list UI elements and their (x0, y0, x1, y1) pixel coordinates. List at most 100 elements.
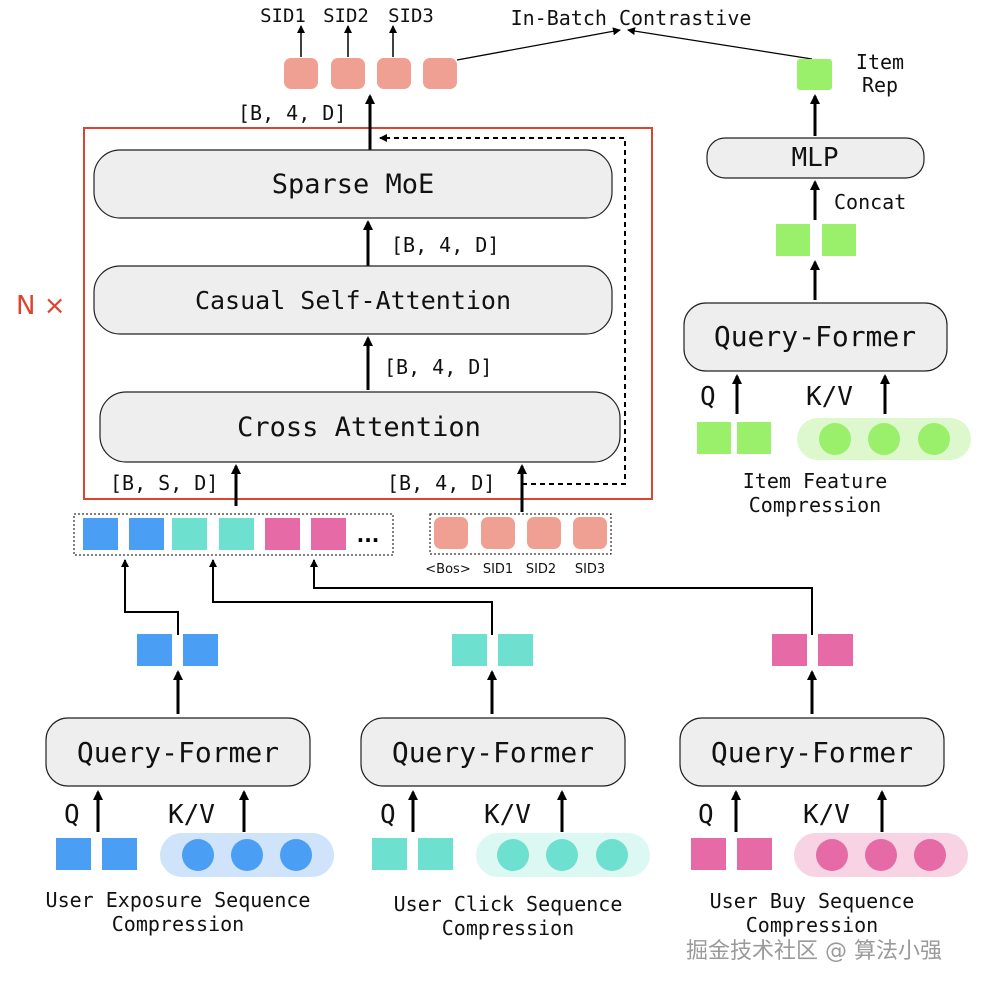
query-token-sid1 (481, 517, 515, 549)
buy-query-token-1 (691, 838, 726, 870)
item-feature-3 (918, 423, 950, 455)
click-q-label: Q (380, 800, 396, 830)
query-token-sid3 (573, 517, 607, 549)
cross-attention-block (99, 391, 621, 463)
query-token-box (429, 513, 612, 555)
buy-q-label: Q (698, 800, 714, 830)
query-token-label-sid2: SID2 (526, 562, 556, 577)
exposure-compressed-token-1 (137, 634, 172, 666)
click-query-former-block (360, 717, 626, 787)
memory-exposure-token-2 (129, 518, 164, 550)
click-sequence-item-1 (497, 839, 529, 871)
self-attention-label: Casual Self-Attention (195, 286, 511, 315)
memory-click-token-1 (172, 518, 207, 550)
click-kv-label: K/V (484, 800, 531, 830)
memory-click-token-2 (219, 518, 254, 550)
watermark-text: 掘金技术社区 @ 算法小强 (686, 939, 942, 964)
item-compressed-token-2 (822, 224, 856, 256)
concat-label: Concat (834, 190, 906, 214)
exposure-route (121, 559, 179, 635)
buy-query-token-2 (737, 838, 772, 870)
click-compressed-token-2 (498, 634, 533, 666)
click-sequence-item-2 (546, 839, 578, 871)
exposure-sequence-item-3 (280, 839, 312, 871)
item-q-label: Q (700, 382, 716, 412)
decoder-output-shape: [B, 4, D] (238, 101, 346, 125)
self-attention-block (93, 265, 613, 335)
click-query-token-2 (418, 838, 453, 870)
item-feature-2 (868, 423, 900, 455)
exposure-query-former-label: Query-Former (77, 736, 279, 769)
exposure-sequence-item-1 (182, 839, 214, 871)
sid-output-group (284, 58, 457, 89)
item-rep-label-line1: Item (856, 50, 904, 74)
cross-attention-label: Cross Attention (237, 412, 481, 443)
exposure-kv-label: K/V (168, 800, 215, 830)
query-token-label-sid3: SID3 (575, 562, 605, 577)
exposure-caption-line2: Compression (112, 912, 244, 936)
kv-in-shape: [B, S, D] (110, 471, 218, 495)
exposure-query-token-2 (102, 838, 137, 870)
sid-output-token-4 (423, 58, 457, 89)
decoder-stack-frame (83, 127, 653, 500)
click-query-token-1 (372, 838, 407, 870)
query-token-bos (434, 517, 468, 549)
exposure-sequence-item-2 (231, 839, 263, 871)
sparse-moe-label: Sparse MoE (272, 169, 435, 200)
click-caption-line1: User Click Sequence (394, 892, 623, 916)
contrastive-label: In-Batch Contrastive (511, 6, 752, 30)
query-token-label-bos: <Bos> (425, 562, 470, 577)
repeat-n-label: N × (16, 291, 66, 321)
exposure-compressed-token-2 (183, 634, 218, 666)
mlp-label: MLP (792, 143, 839, 173)
click-query-former-label: Query-Former (392, 736, 594, 769)
sid2-label: SID2 (323, 5, 369, 27)
item-rep-label-line2: Rep (862, 73, 898, 97)
click-route (209, 559, 493, 635)
item-query-token-1 (697, 422, 731, 454)
item-query-former-label: Query-Former (714, 320, 916, 353)
buy-route (310, 559, 813, 635)
sid3-label: SID3 (388, 5, 434, 27)
sid-output-token-2 (331, 58, 365, 89)
buy-sequence-item-1 (816, 839, 848, 871)
self-attn-in-shape: [B, 4, D] (384, 355, 492, 379)
item-compressed-token-1 (776, 224, 810, 256)
buy-query-former-block (679, 717, 945, 787)
buy-caption-line2: Compression (746, 913, 878, 937)
query-token-sid2 (527, 517, 561, 549)
memory-exposure-token-1 (83, 518, 118, 550)
click-compressed-token-1 (452, 634, 487, 666)
item-query-former-block (683, 302, 948, 372)
buy-compressed-token-2 (818, 634, 853, 666)
buy-query-former-label: Query-Former (711, 736, 913, 769)
memory-buy-token-2 (311, 518, 346, 550)
residual-dotted-path (379, 134, 626, 485)
item-rep-token (797, 59, 832, 90)
q-in-shape: [B, 4, D] (387, 471, 495, 495)
sid-output-token-3 (377, 58, 411, 89)
moe-in-shape: [B, 4, D] (391, 233, 499, 257)
exposure-query-token-1 (56, 838, 91, 870)
buy-compressed-token-1 (772, 634, 807, 666)
item-kv-label: K/V (806, 382, 853, 412)
contrastive-arrow-left (456, 27, 621, 61)
click-sequence-item-3 (596, 839, 628, 871)
buy-sequence-item-3 (914, 839, 946, 871)
click-caption-line2: Compression (442, 916, 574, 940)
sid1-label: SID1 (260, 5, 306, 27)
buy-kv-label: K/V (803, 800, 850, 830)
sparse-moe-block (93, 149, 613, 219)
item-caption-line1: Item Feature (743, 469, 888, 493)
item-feature-1 (819, 423, 851, 455)
exposure-query-former-block (45, 717, 311, 787)
buy-caption-line1: User Buy Sequence (710, 889, 915, 913)
memory-buy-token-1 (265, 518, 300, 550)
mlp-block (706, 137, 925, 179)
exposure-q-label: Q (64, 800, 80, 830)
query-token-label-sid1: SID1 (483, 562, 513, 577)
memory-ellipsis: ... (357, 523, 380, 547)
sid-output-token-1 (284, 58, 318, 89)
item-caption-line2: Compression (749, 493, 881, 517)
